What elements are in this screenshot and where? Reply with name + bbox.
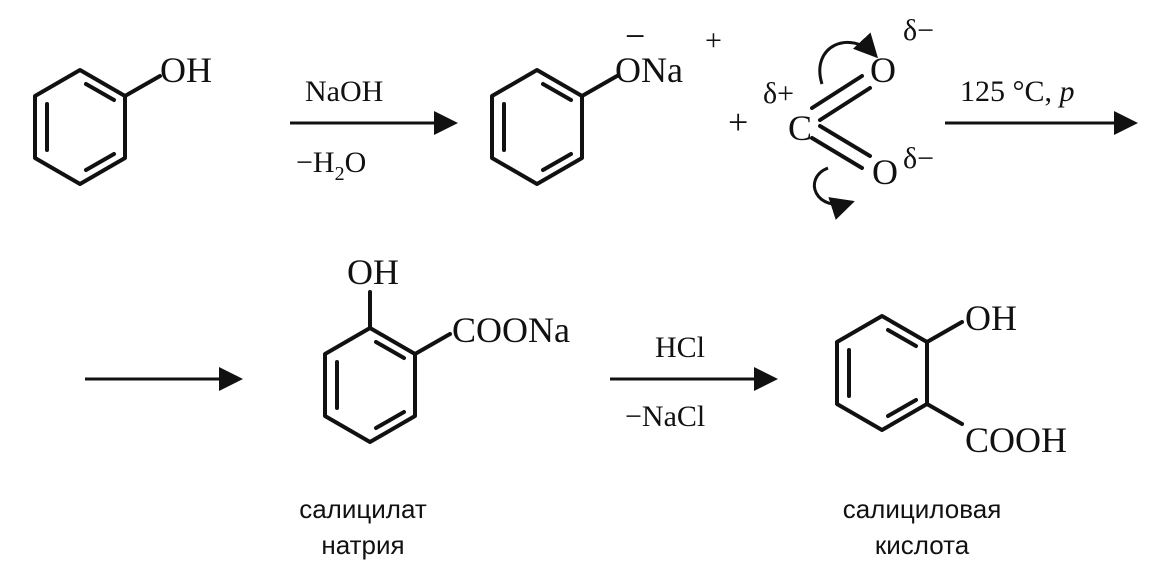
phenol-oh-label: OH (160, 50, 212, 90)
co2-oxygen-bottom: O (872, 152, 898, 192)
salicylic-acid-molecule: OH COOH салициловая кислота (835, 298, 1067, 560)
conditions-label: 125 °C, p (960, 75, 1075, 108)
salicylic-cooh-label: COOH (965, 420, 1067, 460)
plus-sign: + (728, 102, 748, 142)
salicylate-name-line1: салицилат (299, 494, 427, 524)
phenoxide-minus-charge: − (625, 16, 645, 56)
arrow-naoh: NaOH −H2O (290, 75, 458, 185)
reagent-hcl: HCl (655, 331, 705, 364)
co2-delta-plus: δ+ (763, 77, 794, 110)
co2-oxygen-top: O (870, 50, 896, 90)
arrow-heat-pressure: 125 °C, p (945, 75, 1138, 135)
phenol-molecule: OH (33, 50, 212, 186)
salicylic-name-line2: кислота (875, 530, 970, 560)
curved-arrow-bottom (812, 166, 855, 220)
phenoxide-plus-charge: + (705, 24, 722, 57)
byproduct-nacl: −NaCl (625, 400, 705, 433)
arrow-hcl: HCl −NaCl (610, 331, 778, 433)
reagent-naoh: NaOH (305, 75, 383, 108)
co2-delta-minus-bottom: δ− (903, 142, 934, 175)
salicylate-name-line2: натрия (321, 530, 404, 560)
curved-arrow-top (818, 32, 879, 85)
salicylate-coona-label: COONa (452, 310, 570, 350)
salicylic-oh-label: OH (965, 298, 1017, 338)
phenoxide-ona-label: ONa (615, 50, 683, 90)
salicylate-oh-label: OH (347, 252, 399, 292)
sodium-phenoxide-molecule: − ONa + (490, 16, 722, 186)
byproduct-water: −H2O (296, 146, 366, 185)
co2-molecule: C δ+ O O δ− δ− (763, 14, 934, 220)
co2-delta-minus-top: δ− (903, 14, 934, 47)
sodium-salicylate-molecule: OH COONa салицилат натрия (299, 252, 570, 560)
salicylic-name-line1: салициловая (843, 494, 1002, 524)
co2-carbon: C (788, 108, 812, 148)
